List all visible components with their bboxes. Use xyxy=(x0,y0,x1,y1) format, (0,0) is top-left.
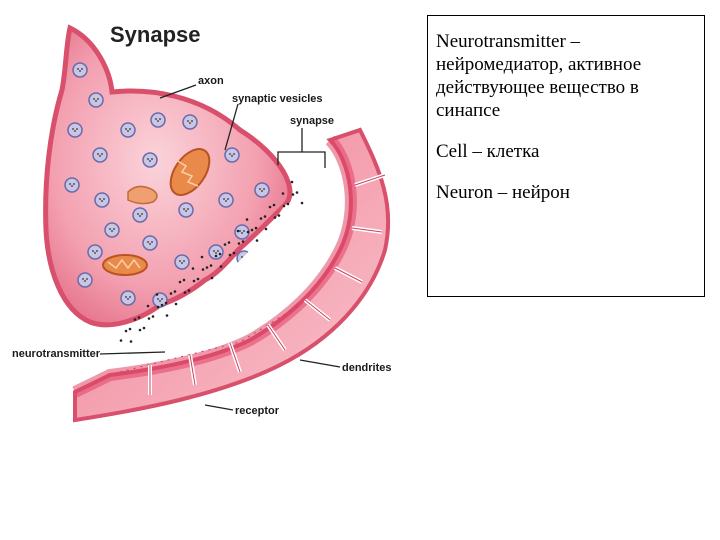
vesicle xyxy=(182,114,198,130)
vesicle xyxy=(150,112,166,128)
vesicle xyxy=(142,152,158,168)
mitochondrion xyxy=(127,185,158,205)
vesicle xyxy=(152,292,168,308)
vesicle xyxy=(218,192,234,208)
vesicle xyxy=(77,272,93,288)
glossary-entry-neurotransmitter: Neurotransmitter – нейромедиатор, активн… xyxy=(436,31,642,121)
vesicle xyxy=(87,244,103,260)
vesicle xyxy=(132,207,148,223)
label-dendrites: dendrites xyxy=(342,362,392,374)
vesicle xyxy=(208,244,224,260)
label-synapse: synapse xyxy=(290,115,334,127)
vesicle xyxy=(104,222,120,238)
label-synaptic-vesicles: synaptic vesicles xyxy=(232,93,323,105)
synaptic-cleft xyxy=(105,140,336,360)
glossary-box: Neurotransmitter – нейромедиатор, активн… xyxy=(427,15,705,297)
vesicle xyxy=(64,177,80,193)
mitochondrion xyxy=(102,254,148,276)
label-axon: axon xyxy=(198,75,224,87)
vesicle xyxy=(120,290,136,306)
vesicle xyxy=(178,202,194,218)
vesicle xyxy=(174,254,190,270)
vesicle xyxy=(67,122,83,138)
label-receptor: receptor xyxy=(235,405,280,417)
mitochondrion xyxy=(169,148,211,196)
receptors xyxy=(148,173,386,395)
vesicle xyxy=(120,122,136,138)
vesicle xyxy=(224,147,240,163)
vesicle xyxy=(92,147,108,163)
vesicle xyxy=(142,235,158,251)
vesicle xyxy=(72,62,88,78)
dendrite xyxy=(72,127,391,423)
vesicle xyxy=(88,92,104,108)
glossary-entry-cell: Cell – клетка xyxy=(436,141,540,162)
label-leaders xyxy=(99,84,341,411)
diagram-title: Synapse xyxy=(110,22,201,47)
vesicle xyxy=(254,182,270,198)
label-neurotransmitter: neurotransmitter xyxy=(12,348,101,360)
glossary-entry-neuron: Neuron – нейрон xyxy=(436,182,570,203)
axon-terminal xyxy=(43,24,293,328)
synapse-diagram: Synapse axon synaptic vesicles synapse xyxy=(12,22,392,423)
synaptic-vesicles xyxy=(64,62,270,308)
vesicle xyxy=(94,192,110,208)
